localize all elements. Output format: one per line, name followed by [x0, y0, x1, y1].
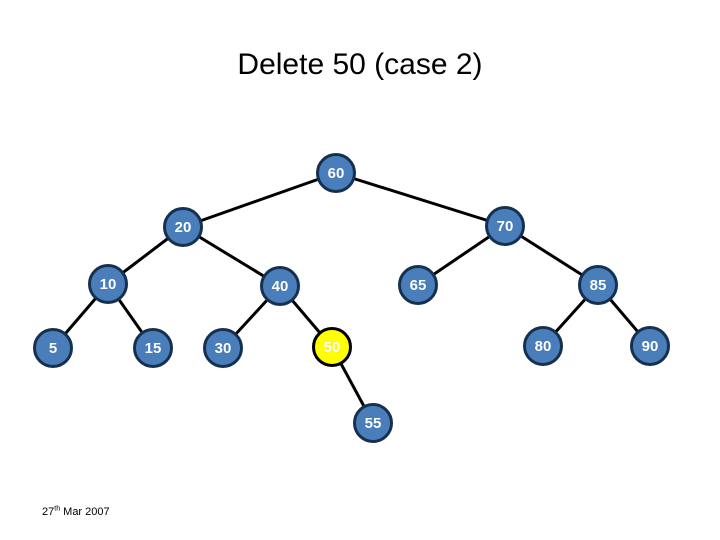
tree-node-label: 60 [327, 164, 345, 182]
tree-node-55[interactable]: 55 [353, 403, 393, 443]
tree-node-label: 10 [99, 275, 117, 293]
tree-node-60[interactable]: 60 [316, 153, 356, 193]
tree-node-65[interactable]: 65 [398, 265, 438, 305]
tree-node-20[interactable]: 20 [163, 207, 203, 247]
tree-node-70[interactable]: 70 [485, 206, 525, 246]
footer-date-suffix: th [54, 505, 61, 513]
footer-date-rest: Mar 2007 [60, 506, 110, 518]
page-title: Delete 50 (case 2) [237, 48, 483, 81]
tree-node-label: 70 [496, 217, 514, 235]
tree-node-label: 30 [214, 339, 232, 357]
tree-node-50[interactable]: 50 [312, 327, 352, 367]
tree-node-label: 40 [271, 277, 289, 295]
tree-node-label: 80 [534, 337, 552, 355]
tree-node-40[interactable]: 40 [260, 266, 300, 306]
footer-date-number: 27 [42, 506, 55, 518]
tree-node-30[interactable]: 30 [203, 328, 243, 368]
tree-node-label: 50 [323, 338, 341, 356]
tree-node-label: 20 [174, 218, 192, 236]
tree-node-80[interactable]: 80 [523, 326, 563, 366]
tree-node-90[interactable]: 90 [630, 326, 670, 366]
tree-edge [181, 171, 338, 229]
tree-node-label: 55 [364, 414, 382, 432]
tree-node-label: 65 [409, 276, 427, 294]
footer-date: 27th Mar 2007 [42, 505, 110, 518]
tree-node-15[interactable]: 15 [133, 328, 173, 368]
tree-node-10[interactable]: 10 [88, 264, 128, 304]
tree-node-label: 85 [589, 276, 607, 294]
tree-node-5[interactable]: 5 [33, 328, 73, 368]
tree-node-label: 90 [641, 337, 659, 355]
tree-edge [334, 171, 507, 228]
tree-node-85[interactable]: 85 [578, 265, 618, 305]
tree-node-label: 15 [144, 339, 162, 357]
tree-node-label: 5 [48, 339, 58, 357]
